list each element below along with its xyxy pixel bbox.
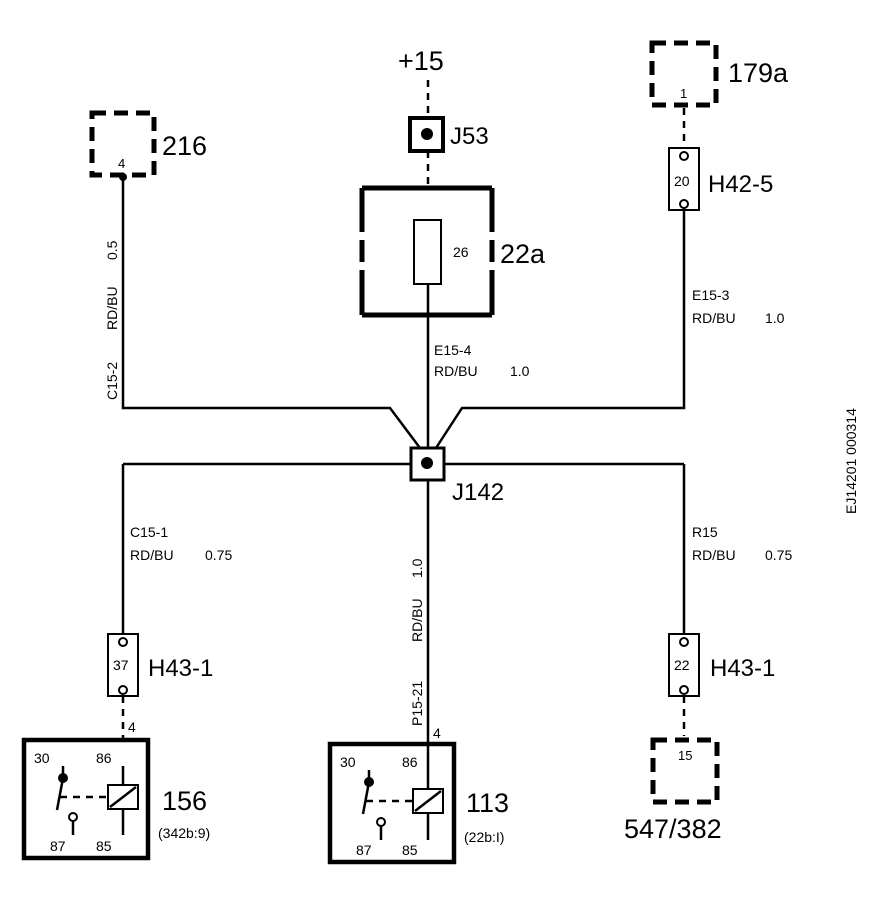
wire-c15-2-color: RD/BU [104, 286, 120, 330]
h42-5-label: H42-5 [708, 171, 773, 198]
j53-label: J53 [450, 123, 489, 150]
relay156-label: 156 [162, 786, 207, 816]
connector-547-label: 547/382 [624, 814, 722, 844]
h43-left-pin: 37 [113, 657, 129, 673]
fuse-number: 26 [453, 244, 469, 260]
relay113-coil-diag [414, 790, 442, 812]
h42-5-top-pin [679, 151, 689, 161]
j142-label: J142 [452, 479, 504, 506]
relay113-in-pin: 4 [433, 725, 441, 741]
wire-e15-3 [434, 208, 686, 449]
j142-node [421, 457, 433, 469]
h42-5-pin: 20 [674, 173, 690, 189]
relay113-contact [376, 817, 386, 827]
connector-179a-pin: 1 [680, 86, 687, 101]
wire-c15-1-size: 0.75 [205, 547, 232, 563]
wire-c15-2-size: 0.5 [104, 240, 120, 260]
relay156-pin86: 86 [96, 750, 112, 766]
h43-right-bottom-pin [679, 685, 689, 695]
h43-right-label: H43-1 [710, 655, 775, 682]
wire-c15-1-color: RD/BU [130, 547, 174, 563]
h43-left-top-pin [118, 637, 128, 647]
wire-c15-2 [121, 177, 421, 449]
fuse-element [413, 219, 442, 285]
relay156-pin85: 85 [96, 838, 112, 854]
connector-216-pin: 4 [118, 156, 125, 171]
supply-label: +15 [398, 46, 444, 76]
wire-e15-3-id: E15-3 [692, 287, 730, 303]
relay156-ref: (342b:9) [158, 825, 210, 841]
h43-right-top-pin [679, 637, 689, 647]
wire-r15-color: RD/BU [692, 547, 736, 563]
relay113-pin30: 30 [340, 754, 356, 770]
relay113-pin87: 87 [356, 842, 372, 858]
relay113-ref: (22b:I) [464, 829, 504, 845]
fuse-box-label: 22a [500, 239, 546, 269]
relay156-coil-diag [109, 786, 137, 808]
relay156-switch-arm [55, 777, 65, 811]
wire-c15-1-id: C15-1 [130, 524, 168, 540]
j53-node [421, 128, 433, 140]
relay113-switch-arm [361, 781, 371, 815]
fuse-box-22a [359, 185, 495, 318]
relay-113 [327, 741, 457, 865]
wire-e15-3-color: RD/BU [692, 310, 736, 326]
wire-r15-size: 0.75 [765, 547, 792, 563]
relay113-label: 113 [466, 788, 509, 818]
h43-left-bottom-pin [118, 685, 128, 695]
relay156-contact [68, 812, 78, 822]
wire-e15-4-id: E15-4 [434, 342, 472, 358]
wire-e15-3-size: 1.0 [765, 310, 785, 326]
relay-156 [21, 737, 151, 861]
relay113-pin85: 85 [402, 842, 418, 858]
relay113-pin86: 86 [402, 754, 418, 770]
h43-left-label: H43-1 [148, 655, 213, 682]
wire-p15-21-id: P15-21 [409, 681, 425, 726]
connector-547-382 [650, 737, 720, 805]
doc-id: EJ14201 000314 [843, 408, 859, 514]
h43-right-pin: 22 [674, 657, 690, 673]
wire-e15-4-color: RD/BU [434, 363, 478, 379]
wire-r15-id: R15 [692, 524, 718, 540]
relay156-in-pin: 4 [128, 719, 136, 735]
connector-216-label: 216 [162, 131, 207, 161]
wire-p15-21-size: 1.0 [409, 558, 425, 578]
connector-547-pin: 15 [678, 748, 692, 763]
relay156-pin87: 87 [50, 838, 66, 854]
wire-c15-2-id: C15-2 [104, 362, 120, 400]
connector-179a [649, 40, 719, 108]
h42-5-bottom-pin [679, 199, 689, 209]
connector-179a-label: 179a [728, 58, 789, 88]
wire-p15-21-color: RD/BU [409, 598, 425, 642]
relay156-pin30: 30 [34, 750, 50, 766]
wire-e15-4-size: 1.0 [510, 363, 530, 379]
